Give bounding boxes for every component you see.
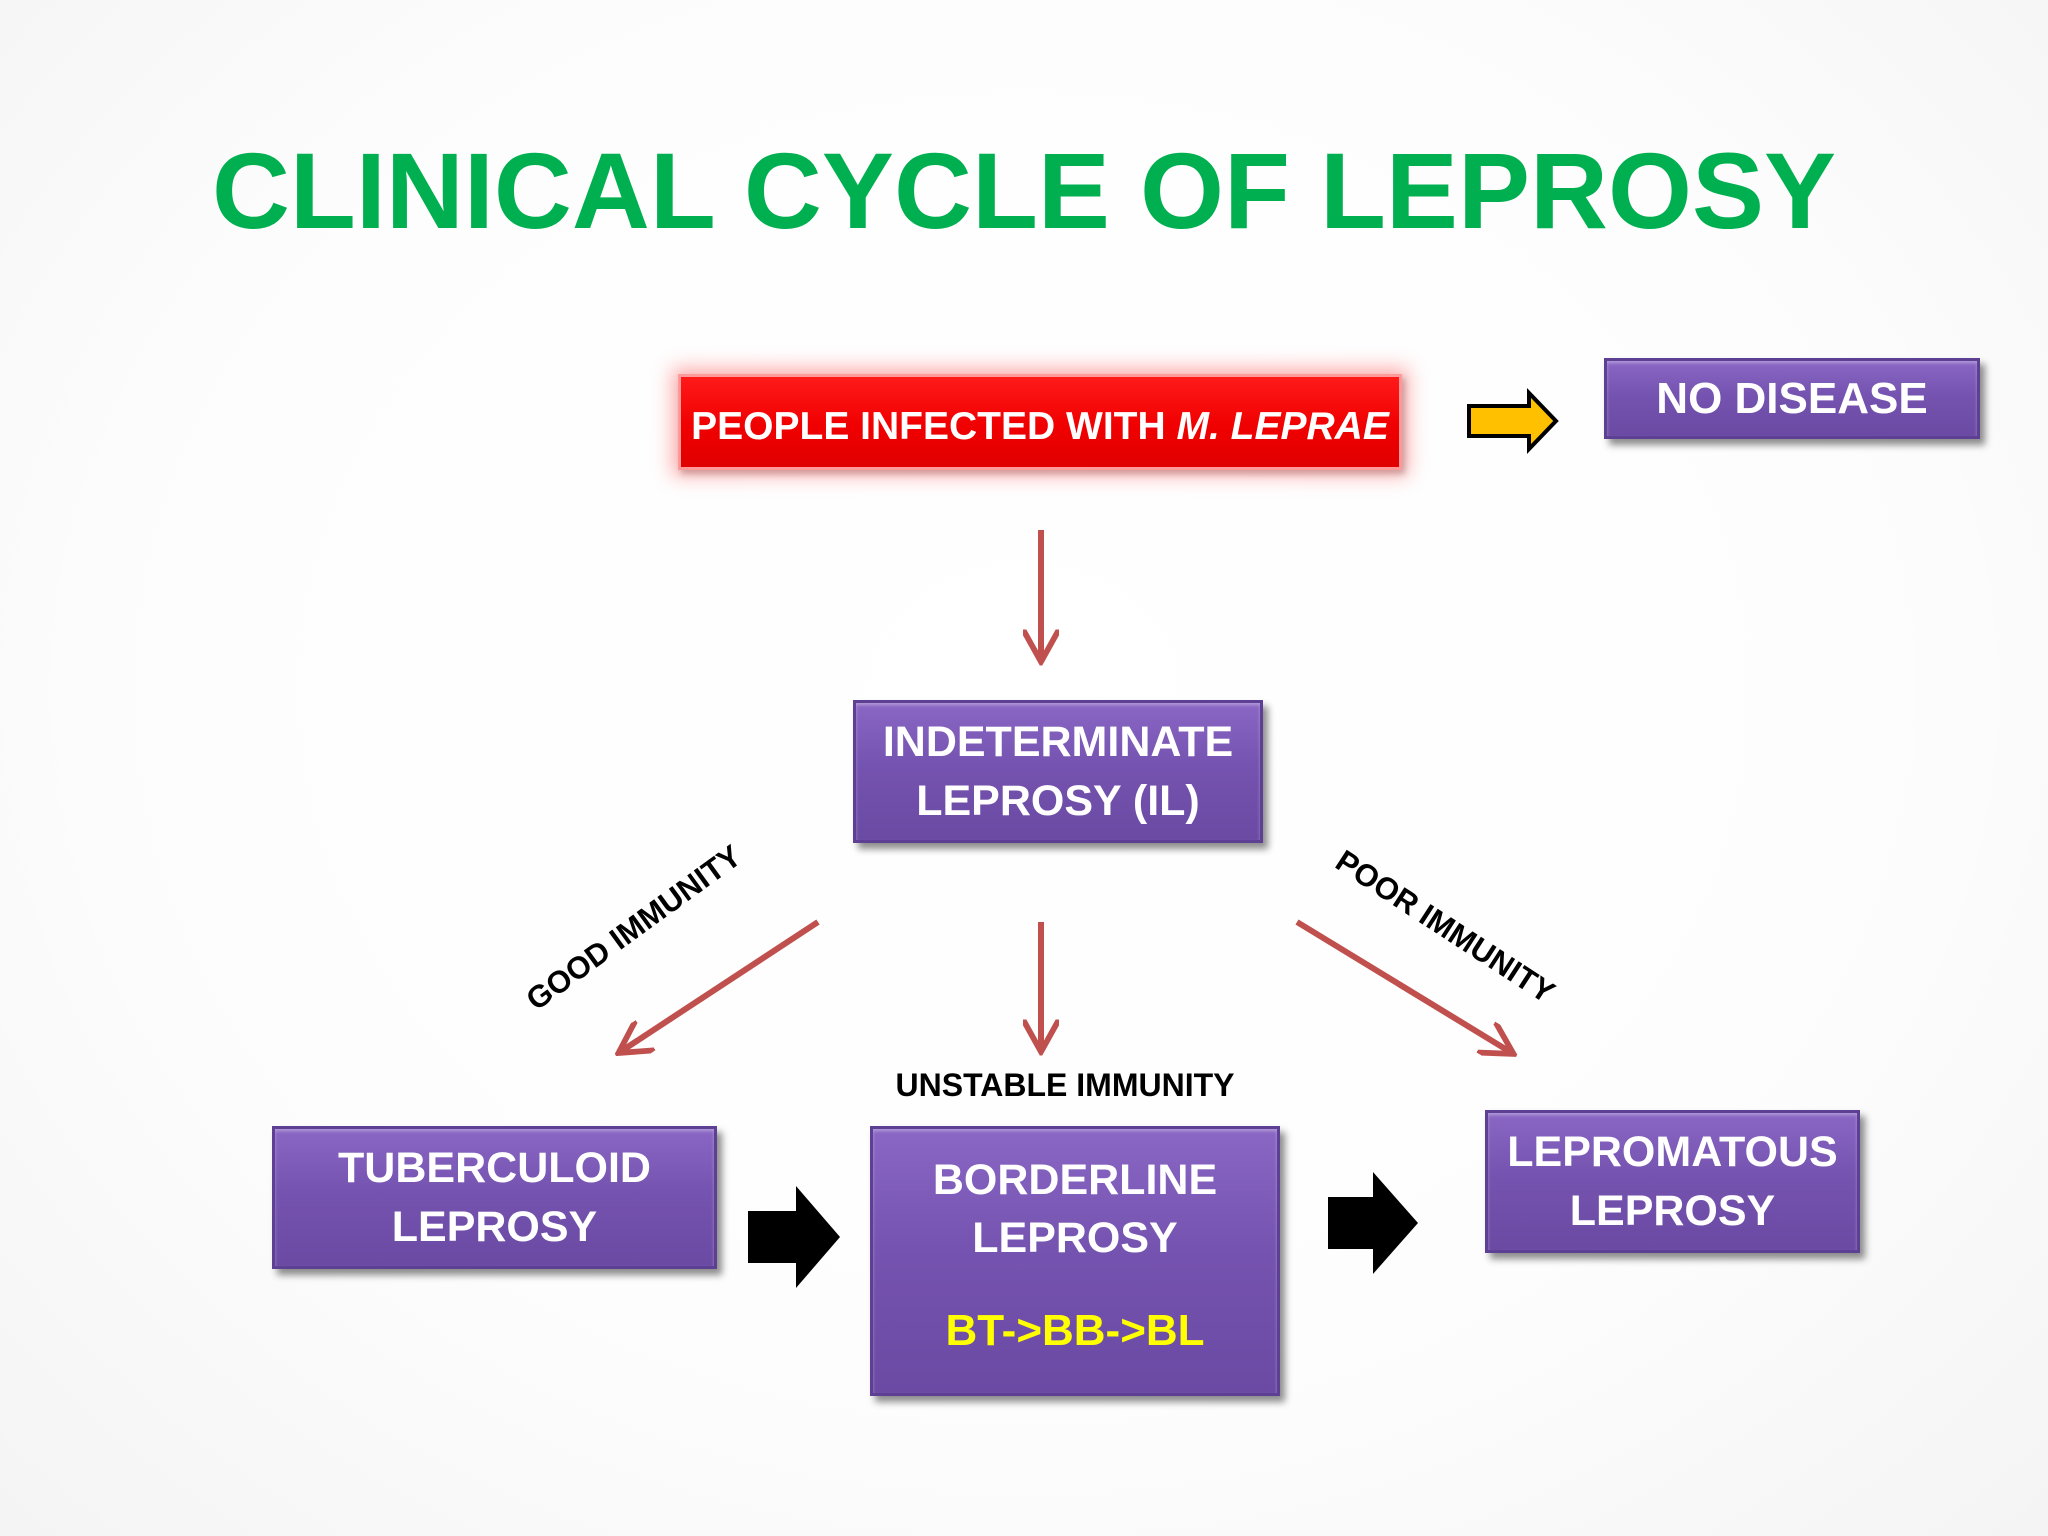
node-no-disease-label: NO DISEASE: [1656, 373, 1928, 423]
node-lepromatous-line1: LEPROMATOUS: [1507, 1128, 1838, 1177]
node-indeterminate-leprosy: INDETERMINATE LEPROSY (IL): [853, 700, 1263, 843]
arrow-indeterminate-to-lepromatous: [1295, 919, 1512, 1053]
node-borderline-leprosy: BORDERLINE LEPROSY BT->BB->BL: [870, 1126, 1280, 1396]
node-borderline-line1: BORDERLINE: [932, 1156, 1218, 1204]
gold-right-block-arrow-icon: [1467, 388, 1559, 454]
black-right-block-arrow-icon: [1328, 1172, 1418, 1274]
node-people-infected-text: PEOPLE INFECTED WITH: [691, 404, 1177, 448]
node-tuberculoid-line1: TUBERCULOID: [338, 1144, 651, 1193]
node-people-infected: PEOPLE INFECTED WITH M. LEPRAE: [678, 374, 1402, 470]
node-borderline-line2: LEPROSY: [972, 1214, 1178, 1263]
node-tuberculoid-leprosy: TUBERCULOID LEPROSY: [272, 1126, 717, 1269]
node-tuberculoid-line2: LEPROSY: [391, 1202, 598, 1251]
node-indeterminate-line1: INDETERMINATE: [882, 718, 1234, 767]
black-right-block-arrow-icon: [748, 1186, 840, 1288]
arrow-indeterminate-to-tuberculoid: [620, 919, 820, 1052]
node-lepromatous-leprosy: LEPROMATOUS LEPROSY: [1485, 1110, 1860, 1253]
node-indeterminate-line2: LEPROSY (IL): [916, 776, 1200, 825]
page-title: CLINICAL CYCLE OF LEPROSY: [211, 130, 1837, 251]
node-people-infected-organism: M. LEPRAE: [1176, 404, 1389, 448]
node-lepromatous-line2: LEPROSY: [1569, 1186, 1776, 1235]
node-no-disease: NO DISEASE: [1604, 358, 1980, 439]
label-unstable-immunity: UNSTABLE IMMUNITY: [895, 1067, 1235, 1103]
node-borderline-stages: BT->BB->BL: [945, 1306, 1205, 1356]
